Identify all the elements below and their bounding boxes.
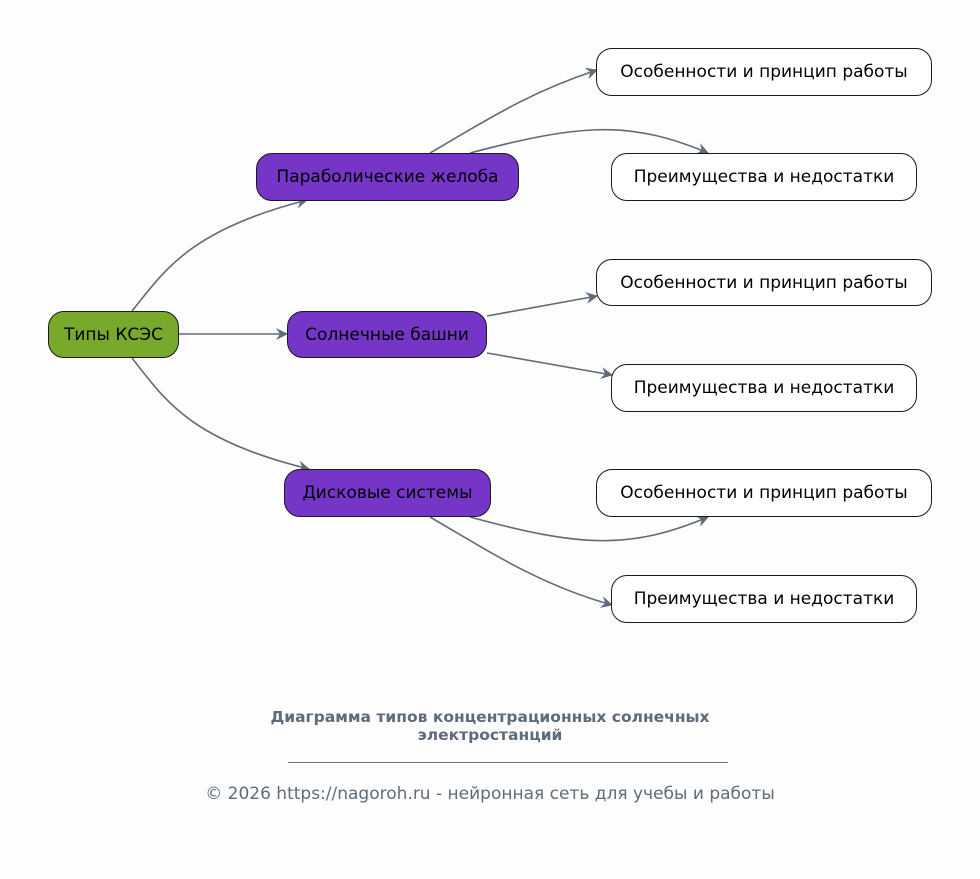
footer-credit: © 2026 https://nagoroh.ru - нейронная се…: [205, 784, 775, 804]
node-solar-towers[interactable]: Солнечные башни: [287, 311, 487, 358]
node-label: Особенности и принцип работы: [620, 272, 908, 293]
root-node-label: Типы КСЭС: [63, 324, 164, 345]
diagram-title-line-2: электростанций: [417, 726, 563, 744]
node-label: Преимущества и недостатки: [633, 589, 895, 609]
node-parabolic-features[interactable]: Особенности и принцип работы: [596, 48, 932, 96]
edge-tower-to-features: [486, 292, 598, 317]
node-parabolic-proscons[interactable]: Преимущества и недостатки: [611, 153, 917, 201]
node-label: Дисковые системы: [302, 483, 473, 503]
node-label: Особенности и принцип работы: [620, 483, 908, 503]
edge-dish-to-features: [469, 515, 709, 542]
diagram-title-line-1: Диаграмма типов концентрационных солнечн…: [270, 708, 710, 726]
node-label: Солнечные башни: [305, 324, 469, 345]
node-dish-systems[interactable]: Дисковые системы: [284, 469, 491, 517]
caption-divider: [288, 762, 728, 763]
root-node[interactable]: Типы КСЭС: [48, 311, 179, 358]
node-label: Особенности и принцип работы: [620, 62, 908, 82]
edge-tower-to-proscons: [486, 352, 613, 380]
edge-parabolic-to-features: [429, 67, 598, 154]
node-tower-proscons[interactable]: Преимущества и недостатки: [611, 364, 917, 412]
edge-root-to-parabolic: [131, 196, 308, 312]
node-parabolic-troughs[interactable]: Параболические желоба: [256, 153, 519, 201]
node-label: Преимущества и недостатки: [633, 378, 895, 398]
edge-dish-to-proscons: [429, 516, 613, 608]
node-tower-features[interactable]: Особенности и принцип работы: [596, 259, 932, 306]
node-label: Параболические желоба: [276, 167, 499, 187]
edge-parabolic-to-proscons: [469, 128, 709, 155]
node-label: Преимущества и недостатки: [633, 167, 895, 187]
diagram-title: Диаграмма типов концентрационных солнечн…: [0, 708, 980, 744]
edge-root-to-dish: [131, 357, 310, 473]
node-dish-proscons[interactable]: Преимущества и недостатки: [611, 575, 917, 623]
node-dish-features[interactable]: Особенности и принцип работы: [596, 469, 932, 517]
